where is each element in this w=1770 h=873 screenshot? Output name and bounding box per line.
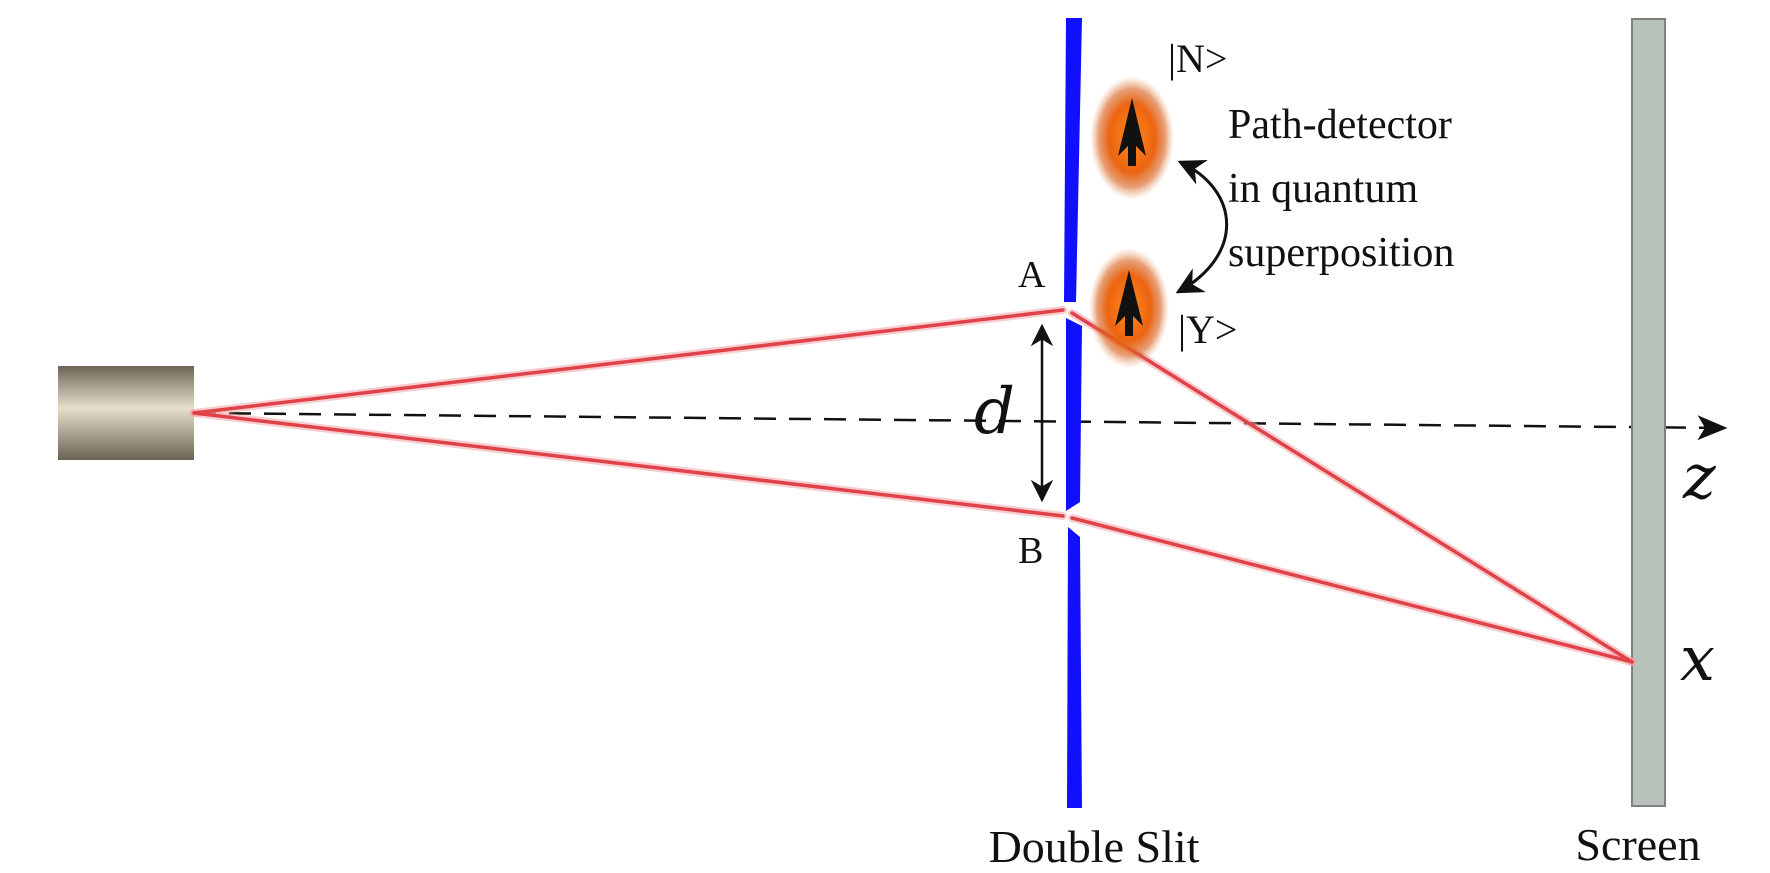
barrier-middle [1066, 318, 1082, 511]
double-slit-barrier [1064, 18, 1082, 808]
detector-caption-line1: Path-detector [1228, 102, 1452, 148]
spin-up-arrow-icon [1118, 98, 1146, 166]
detector-state-y [1089, 248, 1169, 368]
detector-caption-line3: superposition [1228, 230, 1454, 276]
optical-axis [193, 411, 1728, 441]
axis-z-label: z [1682, 440, 1716, 513]
detector-caption-line2: in quantum [1228, 166, 1418, 212]
double-slit-caption: Double Slit [989, 821, 1200, 872]
light-rays [190, 306, 1636, 666]
screen-x-label: x [1680, 622, 1715, 695]
separation-label: d [974, 375, 1015, 449]
state-y-label: |Y> [1178, 307, 1237, 352]
superposition-arrow [1175, 160, 1228, 294]
screen-caption: Screen [1575, 819, 1700, 870]
ray-source-to-b [192, 411, 1065, 518]
ray-b-to-screen [1070, 516, 1634, 664]
detector-state-n [1090, 76, 1174, 200]
state-n-label: |N> [1168, 36, 1227, 81]
slit-b-label: B [1018, 530, 1043, 572]
light-source [58, 366, 194, 460]
ray-source-to-a [192, 308, 1065, 415]
barrier-bottom [1067, 527, 1082, 808]
barrier-top [1064, 18, 1082, 302]
screen-plate [1631, 18, 1666, 807]
spin-up-arrow-icon [1115, 270, 1143, 336]
slit-a-label: A [1018, 254, 1046, 296]
ray-a-to-screen [1070, 311, 1634, 664]
